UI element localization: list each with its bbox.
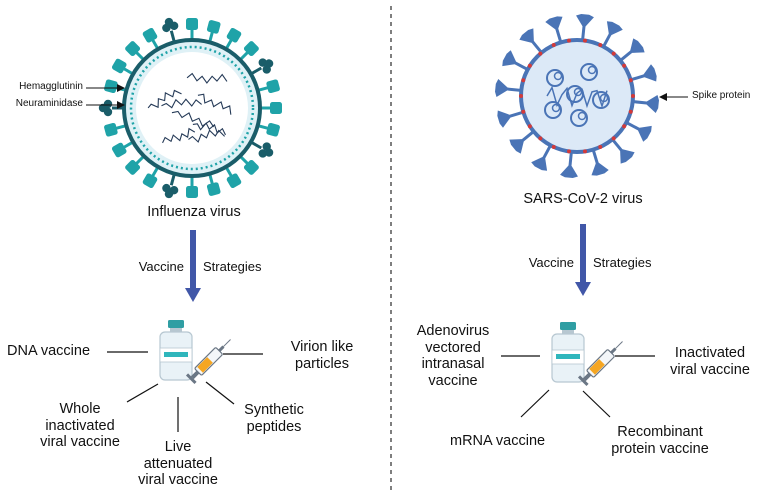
right-strategy-label-vaccine: Vaccine xyxy=(528,255,574,270)
syringe-icon xyxy=(577,341,623,387)
vaccine-vial-icon xyxy=(551,322,585,383)
spike-protein-label: Spike protein xyxy=(692,90,751,101)
neuraminidase-label: Neuraminidase xyxy=(15,98,83,109)
right-strategy-connectors xyxy=(501,355,655,418)
influenza-virus-illustration xyxy=(98,17,282,199)
right-strategy-label-strategies: Strategies xyxy=(593,255,652,270)
right-down-arrow xyxy=(575,224,591,296)
left-strategy-label-vaccine: Vaccine xyxy=(138,259,184,274)
sars-cov-2-virus-title: SARS-CoV-2 virus xyxy=(523,191,643,207)
vaccine-vial-icon xyxy=(159,320,193,381)
left-strategy-connectors xyxy=(107,351,263,432)
hemagglutinin-label: Hemagglutinin xyxy=(19,81,83,92)
mrna-vaccine-label: mRNA vaccine xyxy=(450,433,546,449)
left-down-arrow xyxy=(185,230,201,302)
dna-vaccine-label: DNA vaccine xyxy=(7,343,91,359)
left-strategy-label-strategies: Strategies xyxy=(203,259,262,274)
syringe-icon xyxy=(185,339,231,385)
sars-cov-2-virus-illustration xyxy=(495,14,659,178)
influenza-virus-title: Influenza virus xyxy=(147,204,241,220)
